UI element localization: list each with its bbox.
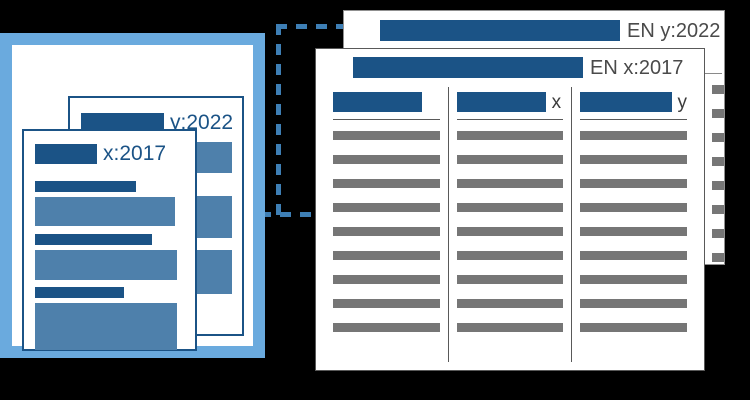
table-column-2: x [447, 87, 572, 362]
doc-front-bar-4 [35, 250, 177, 280]
panel-back-row-1 [712, 85, 724, 94]
table-row[interactable] [333, 227, 440, 236]
doc-front-bar-2 [35, 197, 175, 226]
left-document-frame: y:2022 x:2017 [0, 33, 265, 358]
panel-back-row-8 [712, 253, 724, 262]
doc-front-bar-1 [35, 181, 136, 192]
panel-back-rule [704, 73, 722, 74]
panel-back-row-7 [712, 229, 724, 238]
panel-back-row-6 [712, 205, 724, 214]
panel-front-head-text: EN x:2017 [590, 56, 684, 79]
doc-front-title-bar [35, 143, 97, 164]
table-row[interactable] [580, 323, 688, 332]
panel-back-row-2 [712, 109, 724, 118]
table-row[interactable] [456, 203, 564, 212]
panel-back-row-3 [712, 133, 724, 142]
table-header-rule-2 [456, 119, 564, 120]
table-row[interactable] [580, 227, 688, 236]
table-header-rule-3 [580, 119, 688, 120]
table-header-bar-1 [333, 92, 422, 112]
table-panel-x2017[interactable]: EN x:2017 [315, 48, 705, 371]
table-row[interactable] [580, 275, 688, 284]
table-header-cell-3: y [580, 91, 687, 113]
table-column-1 [325, 87, 448, 362]
table-row[interactable] [456, 323, 564, 332]
table-row[interactable] [456, 131, 564, 140]
table-header-bar-2 [456, 92, 546, 112]
table-body-2 [456, 131, 564, 336]
table-header-cell-1 [333, 91, 440, 113]
panel-back-row-5 [712, 181, 724, 190]
doc-front-bar-3 [35, 234, 152, 245]
panel-front-head-bar [353, 57, 583, 78]
panel-front-head-row: EN x:2017 [353, 57, 683, 78]
table-header-label-2: x [551, 91, 562, 113]
table-row[interactable] [580, 131, 688, 140]
table-row[interactable] [456, 275, 564, 284]
doc-front-bar-5 [35, 287, 124, 298]
table-body-1 [333, 131, 440, 336]
panel-back-head-text: EN y:2022 [627, 19, 721, 42]
table-row[interactable] [456, 299, 564, 308]
table-header-cell-2: x [456, 91, 564, 113]
data-table: x [325, 87, 695, 362]
doc-front-title-text: x:2017 [103, 142, 167, 165]
doc-back-title-bar [81, 112, 164, 133]
doc-back-title-text: y:2022 [170, 111, 234, 134]
doc-back-title-row: y:2022 [81, 112, 233, 133]
doc-front-title-row: x:2017 [35, 143, 166, 164]
connector-top-horizontal [276, 24, 346, 29]
table-header-rule-1 [333, 119, 440, 120]
document-card-x2017[interactable]: x:2017 [22, 129, 197, 351]
table-row[interactable] [333, 131, 440, 140]
table-row[interactable] [333, 275, 440, 284]
table-row[interactable] [456, 251, 564, 260]
panel-back-head-row: EN y:2022 [380, 20, 720, 41]
table-row[interactable] [580, 155, 688, 164]
table-row[interactable] [333, 323, 440, 332]
table-body-3 [580, 131, 688, 336]
table-row[interactable] [333, 203, 440, 212]
table-row[interactable] [333, 251, 440, 260]
connector-vertical [276, 24, 281, 219]
table-header-label-3: y [677, 91, 688, 113]
table-column-3: y [571, 87, 695, 362]
table-row[interactable] [456, 155, 564, 164]
table-row[interactable] [580, 179, 688, 188]
table-header-bar-3 [580, 92, 672, 112]
table-row[interactable] [580, 203, 688, 212]
panel-back-head-bar [380, 20, 620, 41]
doc-front-bar-6 [35, 303, 177, 350]
table-row[interactable] [333, 179, 440, 188]
table-row[interactable] [333, 299, 440, 308]
table-row[interactable] [456, 179, 564, 188]
table-row[interactable] [580, 299, 688, 308]
table-row[interactable] [333, 155, 440, 164]
table-row[interactable] [456, 227, 564, 236]
panel-back-row-4 [712, 157, 724, 166]
table-row[interactable] [580, 251, 688, 260]
